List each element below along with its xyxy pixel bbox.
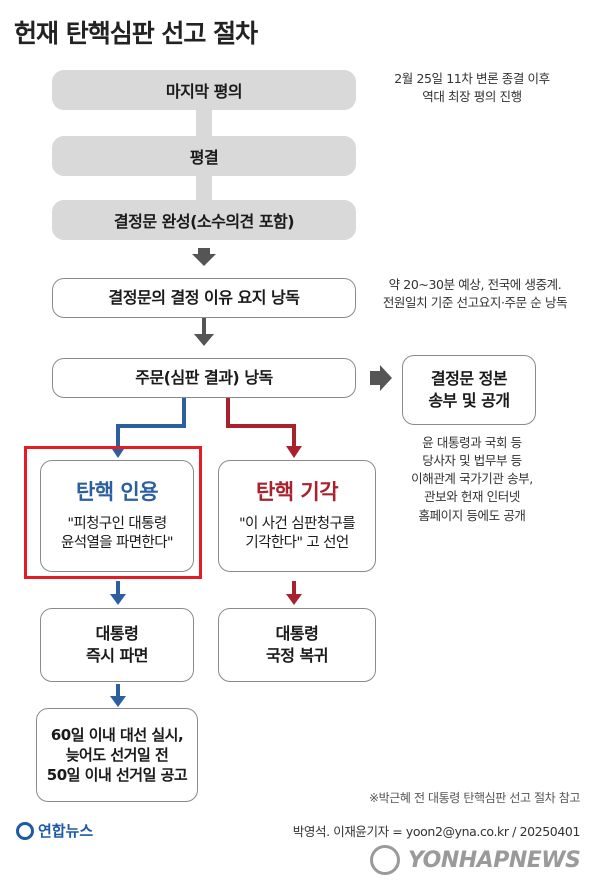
election-box: 60일 이내 대선 실시, 늦어도 선거일 전 50일 이내 선거일 공고 — [36, 708, 198, 802]
result-removal-line1: 대통령 — [95, 624, 139, 644]
result-return-line2: 국정 복귀 — [266, 646, 328, 665]
watermark-text: YONHAPNEWS — [408, 847, 581, 873]
election-line2: 늦어도 선거일 전 — [65, 745, 169, 764]
yonhap-logo-icon — [16, 821, 34, 840]
note-line: 역대 최장 평의 진행 — [422, 89, 522, 105]
side-box-delivery: 결정문 정본 송부 및 공개 — [402, 355, 536, 425]
page-title: 헌재 탄핵심판 선고 절차 — [14, 19, 258, 48]
note-line: 이해관계 국가기관 송부, — [411, 471, 533, 487]
arrow-down-icon — [192, 248, 216, 266]
arrow-right-icon — [370, 365, 392, 391]
note-line: 홈페이지 등에도 공개 — [418, 507, 526, 523]
arrow-down-icon — [194, 334, 214, 346]
note-line: 관보와 헌재 인터넷 — [424, 489, 520, 505]
step-final-deliberation: 마지막 평의 — [52, 70, 356, 110]
arrow-down-icon — [286, 594, 302, 605]
outcome-cite-quote-2: 윤석열을 파면한다" — [61, 535, 174, 552]
outcome-cite-quote-1: "피청구인 대통령 — [67, 515, 167, 532]
note-line: 윤 대통령과 국회 등 — [422, 435, 522, 450]
outcome-dismiss-quote-1: "이 사건 심판청구를 — [238, 515, 356, 532]
step-reading-order: 주문(심판 결과) 낭독 — [52, 358, 356, 398]
election-line1: 60일 이내 대선 실시, — [50, 725, 184, 744]
arrow-down-icon — [286, 446, 302, 458]
arrow-down-icon — [110, 594, 126, 605]
note-delivery: 윤 대통령과 국회 등 당사자 및 법무부 등 이해관계 국가기관 송부, 관보… — [390, 434, 554, 525]
step-verdict: 평결 — [52, 136, 356, 176]
outcome-dismiss-box: 탄핵 기각 "이 사건 심판청구를 기각한다" 고 선언 — [218, 460, 376, 572]
step-decision-complete: 결정문 완성(소수의견 포함) — [52, 200, 356, 240]
result-return-box: 대통령 국정 복귀 — [218, 608, 376, 682]
note-line: 약 20~30분 예상, 전국에 생중계. — [388, 277, 562, 292]
yonhap-watermark: YONHAPNEWS — [370, 845, 581, 875]
result-removal-box: 대통령 즉시 파면 — [40, 608, 194, 682]
result-return-line1: 대통령 — [275, 624, 319, 644]
election-line3: 50일 이내 선거일 공고 — [46, 766, 188, 785]
note-line: 2월 25일 11차 변론 종결 이후 — [394, 71, 550, 86]
note-reading: 약 20~30분 예상, 전국에 생중계. 전원일치 기준 선고요지·주문 순 … — [362, 276, 588, 312]
yonhap-logo-text: 연합뉴스 — [38, 822, 94, 840]
result-removal-line2: 즉시 파면 — [86, 646, 148, 665]
arrow-down-icon — [110, 696, 126, 707]
outcome-dismiss-title: 탄핵 기각 — [255, 480, 339, 505]
reference-note: ※박근혜 전 대통령 탄핵심판 선고 절차 참고 — [368, 791, 580, 805]
note-deliberation: 2월 25일 11차 변론 종결 이후 역대 최장 평의 진행 — [372, 70, 572, 106]
step-reading-reasons: 결정문의 결정 이유 요지 낭독 — [52, 278, 356, 318]
side-box-line1: 결정문 정본 — [430, 369, 508, 389]
outcome-dismiss-quote-2: 기각한다" 고 선언 — [245, 535, 349, 552]
note-line: 전원일치 기준 선고요지·주문 순 낭독 — [382, 295, 568, 311]
note-line: 당사자 및 법무부 등 — [422, 453, 522, 469]
outcome-cite-title: 탄핵 인용 — [75, 480, 159, 505]
side-box-line2: 송부 및 공개 — [428, 391, 510, 410]
credit-line: 박영석. 이재윤기자 = yoon2@yna.co.kr / 20250401 — [292, 824, 581, 839]
highlight-frame — [24, 446, 202, 579]
arrow-down-icon — [110, 446, 126, 458]
watermark-icon — [370, 845, 400, 875]
yonhap-logo: 연합뉴스 — [16, 820, 93, 841]
outcome-cite-box: 탄핵 인용 "피청구인 대통령 윤석열을 파면한다" — [40, 460, 194, 572]
